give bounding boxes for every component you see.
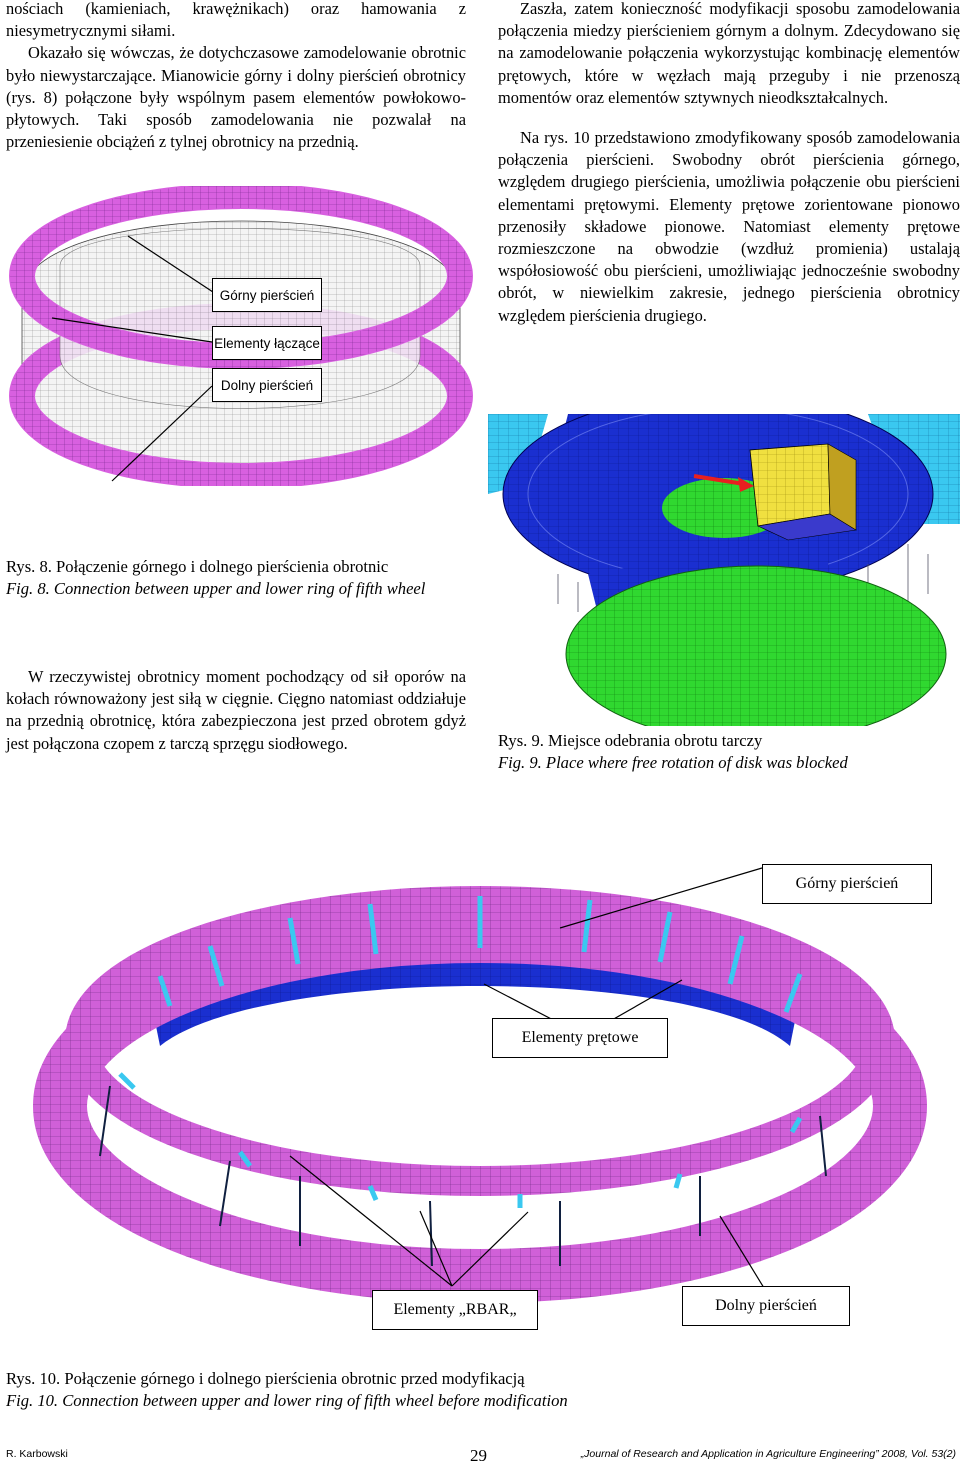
fig10-label-lower-ring: Dolny pierścień (682, 1286, 850, 1326)
fig9-caption: Rys. 9. Miejsce odebrania obrotu tarczy … (498, 730, 960, 774)
right-text: Zaszła, zatem konieczność modyfikacji sp… (498, 0, 960, 327)
fig10-caption-en: Fig. 10. Connection between upper and lo… (6, 1391, 568, 1410)
fig10-label-rod-elements: Elementy prętowe (492, 1018, 668, 1058)
fig8-label-connecting-elements: Elementy łączące (212, 326, 322, 360)
figure-8: Górny pierścień Elementy łączące Dolny p… (0, 186, 480, 486)
paragraph: Okazało się wówczas, że dotychczasowe za… (6, 43, 466, 152)
fig10-ring-drawing (33, 867, 927, 1303)
footer-journal: „Journal of Research and Application in … (580, 1448, 956, 1460)
fig8-label-upper-ring: Górny pierścień (212, 278, 322, 312)
fig9-caption-pl: Rys. 9. Miejsce odebrania obrotu tarczy (498, 731, 763, 750)
fig10-caption-pl: Rys. 10. Połączenie górnego i dolnego pi… (6, 1369, 525, 1388)
figure-9 (488, 414, 960, 726)
fig8-caption-en: Fig. 8. Connection between upper and low… (6, 579, 426, 598)
left-top-text: nościach (kamieniach, krawężnikach) oraz… (6, 0, 466, 153)
footer-author: R. Karbowski (6, 1448, 68, 1460)
fig8-ring-drawing (9, 186, 473, 486)
paragraph: Zaszła, zatem konieczność modyfikacji sp… (498, 0, 960, 107)
paragraph: W rzeczywistej obrotnicy moment pochodzą… (6, 667, 466, 753)
figure-10: Górny pierścień Elementy prętowe Element… (0, 856, 960, 1336)
fig8-caption-pl: Rys. 8. Połączenie górnego i dolnego pie… (6, 557, 389, 576)
fig9-disk-drawing (488, 414, 960, 726)
fig10-label-upper-ring: Górny pierścień (762, 864, 932, 904)
fig10-caption: Rys. 10. Połączenie górnego i dolnego pi… (6, 1368, 956, 1412)
paragraph: nościach (kamieniach, krawężnikach) oraz… (6, 0, 466, 41)
fig10-label-rbar-elements: Elementy „RBAR„ (372, 1290, 538, 1330)
fig8-label-lower-ring: Dolny pierścień (212, 368, 322, 402)
page-number: 29 (470, 1446, 487, 1465)
left-bottom-text: W rzeczywistej obrotnicy moment pochodzą… (6, 666, 466, 755)
paragraph: Na rys. 10 przedstawiono zmodyfikowany s… (498, 128, 960, 325)
fig9-caption-en: Fig. 9. Place where free rotation of dis… (498, 753, 848, 772)
fig8-caption: Rys. 8. Połączenie górnego i dolnego pie… (6, 556, 466, 600)
